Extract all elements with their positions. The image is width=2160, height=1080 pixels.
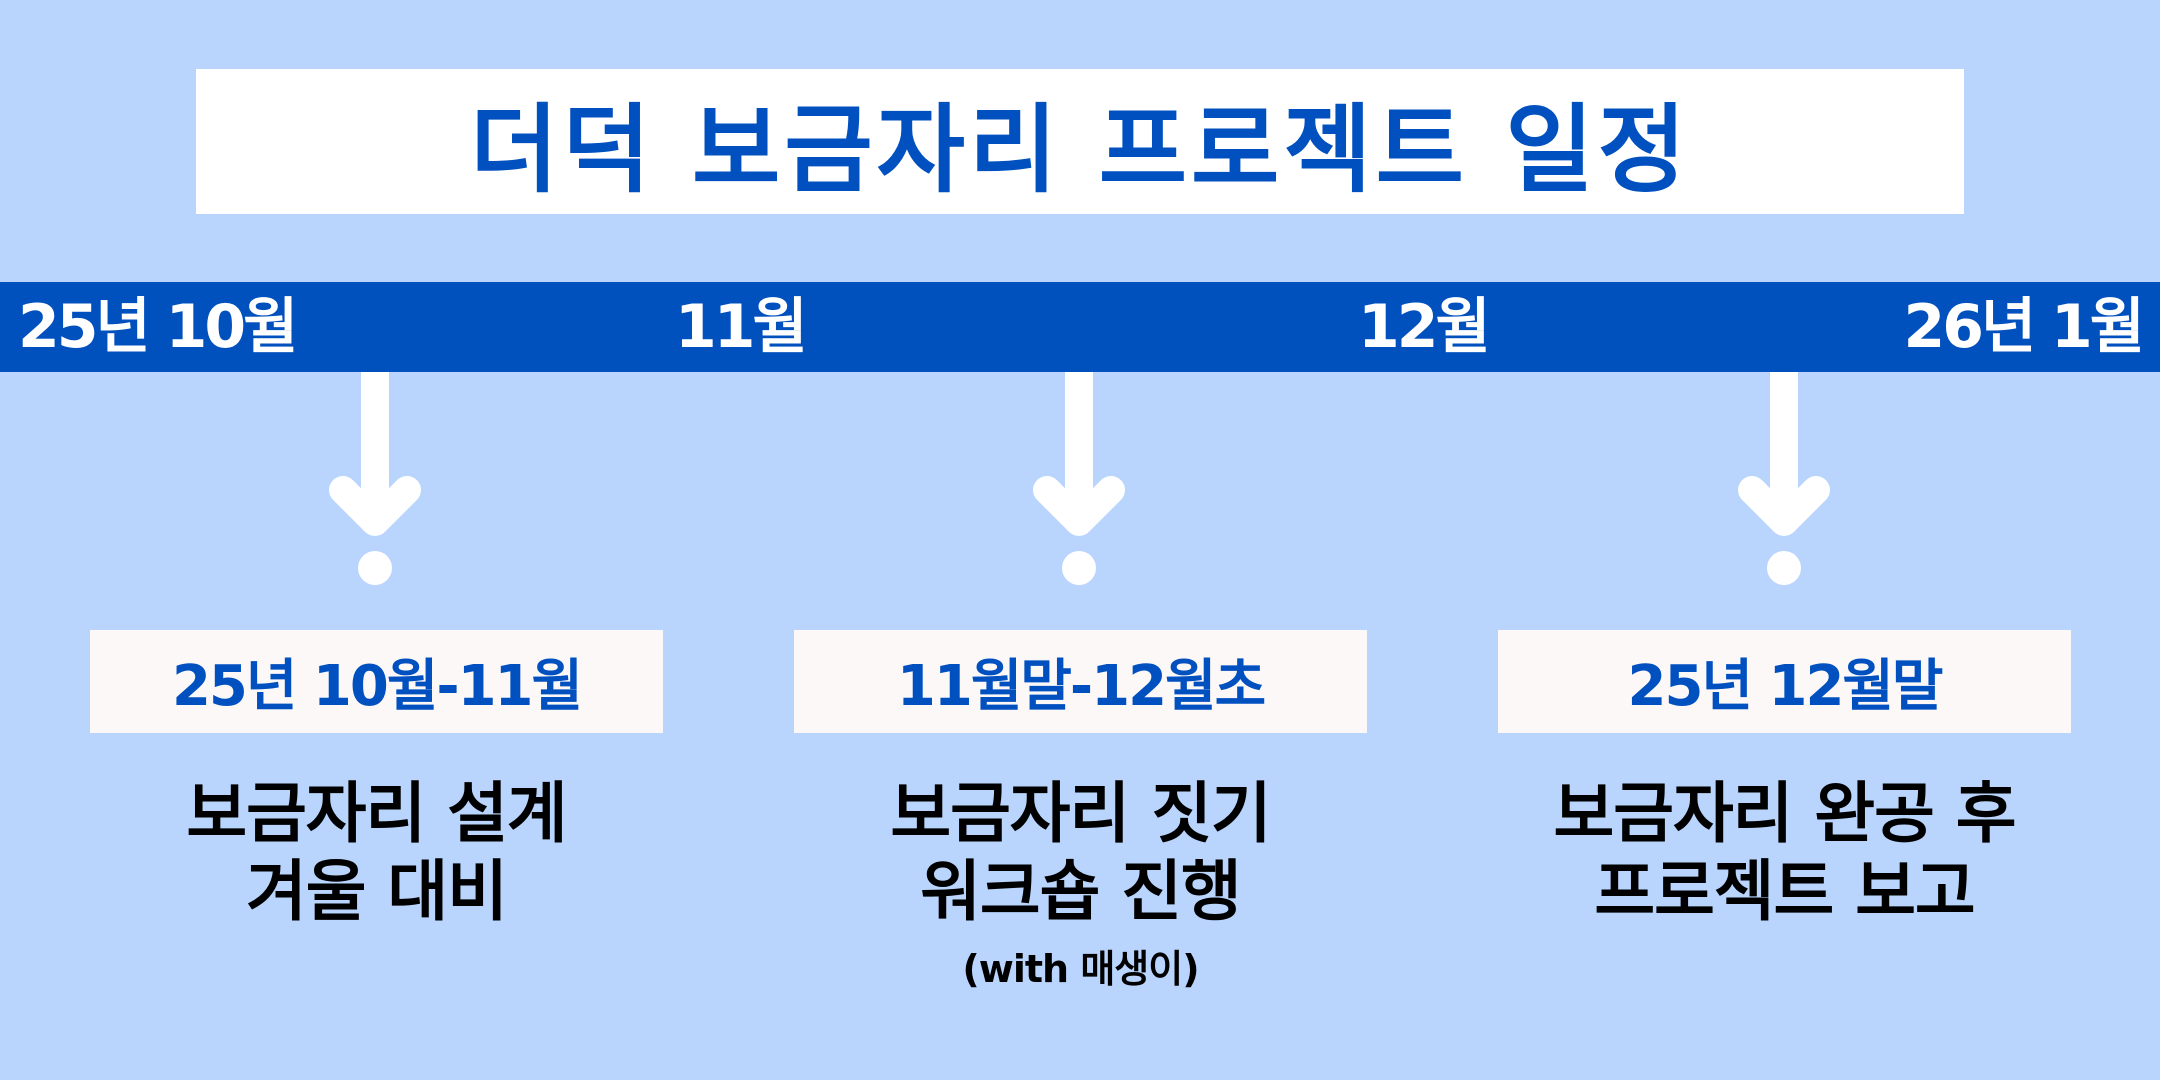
timeline-label-oct: 25년 10월 [18, 292, 298, 362]
description-line: 워크숍 진행 [920, 853, 1242, 930]
timeline-band: 25년 10월 11월 12월 26년 1월 [0, 282, 2160, 372]
description-note: (with 매생이) [962, 947, 1199, 991]
milestone-period-2: 11월말-12월초 [794, 630, 1367, 733]
description-line: 프로젝트 보고 [1594, 853, 1975, 930]
arrow-down-icon [1738, 372, 1830, 585]
description-line: 보금자리 짓기 [890, 775, 1271, 852]
milestone-period-1: 25년 10월-11월 [90, 630, 663, 733]
timeline-label-dec: 12월 [1358, 292, 1491, 362]
page-title: 더덕 보금자리 프로젝트 일정 [469, 94, 1691, 206]
description-line: 보금자리 설계 [186, 775, 567, 852]
description-line: 보금자리 완공 후 [1553, 775, 2017, 852]
timeline-label-nov: 11월 [675, 292, 808, 362]
description-line: 겨울 대비 [246, 853, 508, 930]
milestone-description-3: 보금자리 완공 후 프로젝트 보고 [1498, 775, 2071, 931]
arrow-down-icon [1033, 372, 1125, 585]
title-banner: 더덕 보금자리 프로젝트 일정 [196, 69, 1964, 214]
arrow-down-icon [329, 372, 421, 585]
milestone-description-2: 보금자리 짓기 워크숍 진행 (with 매생이) [794, 775, 1367, 999]
timeline-label-jan: 26년 1월 [1903, 292, 2145, 362]
milestone-description-1: 보금자리 설계 겨울 대비 [90, 775, 663, 931]
milestone-period-3: 25년 12월말 [1498, 630, 2071, 733]
